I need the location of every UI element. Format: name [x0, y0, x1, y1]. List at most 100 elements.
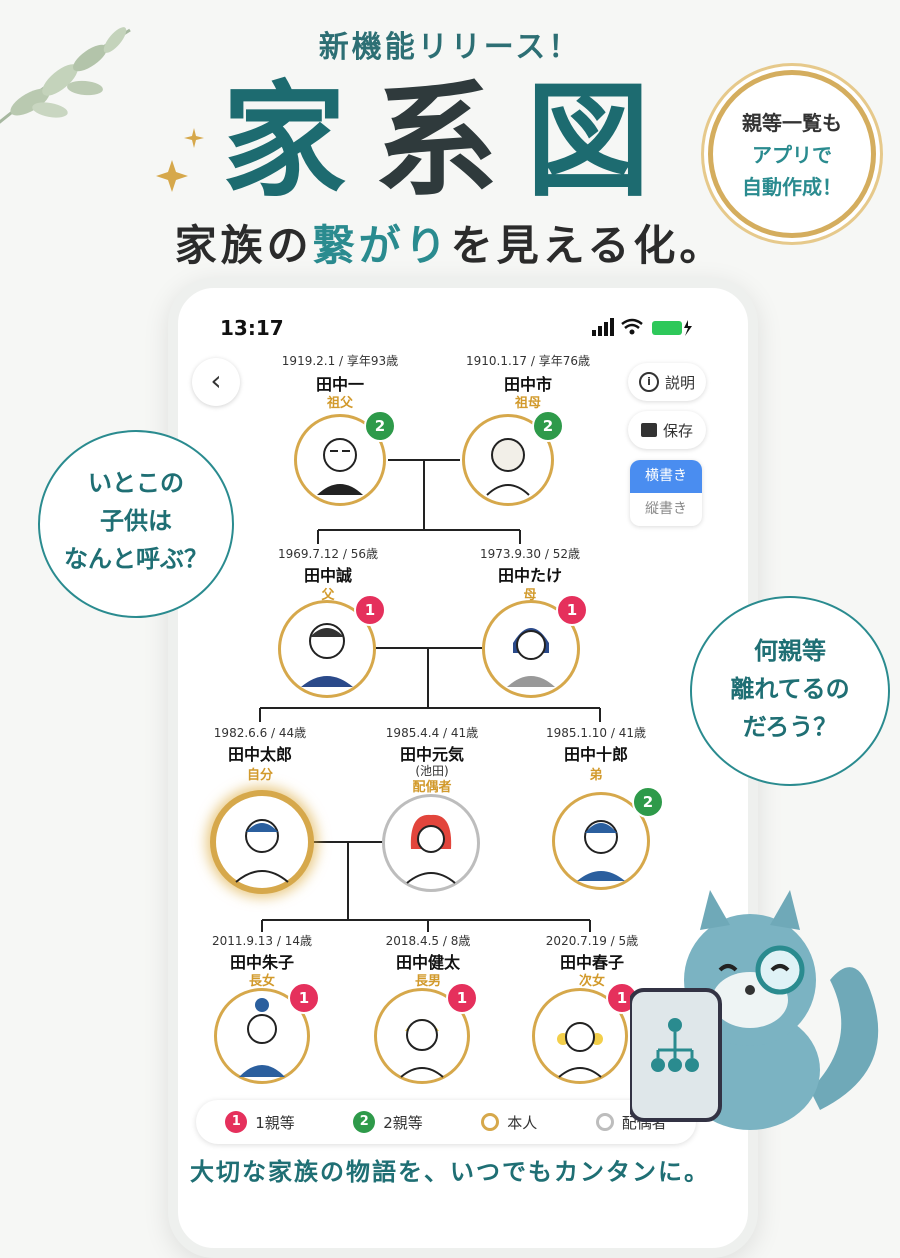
degree-legend: 1 1親等 2 2親等 本人 配偶者	[196, 1100, 696, 1144]
subtitle-post: を見える化。	[450, 221, 726, 270]
bubble-right-line-3: だろう？	[742, 713, 838, 741]
bubble-left-line-3: なんと呼ぶ？	[64, 545, 208, 573]
title-char-3: 図	[526, 70, 679, 214]
daughter2-name: 田中春子	[559, 953, 624, 972]
explain-button[interactable]: i 説明	[628, 363, 706, 401]
grandmother-role: 祖母	[514, 396, 541, 411]
spouse-maiden-name: (池田)	[415, 764, 449, 778]
bubble-left-line-2: 子供は	[100, 507, 172, 535]
feature-badge: 親等一覧も アプリで 自動作成！	[708, 70, 876, 238]
grandfather-date: 1919.2.1 / 享年93歳	[281, 354, 399, 368]
title-char-2: 系	[373, 70, 526, 214]
grandfather-name: 田中一	[315, 375, 364, 394]
grandfather-degree-badge: 2	[364, 410, 396, 442]
daughter1-date: 2011.9.13 / 14歳	[211, 934, 312, 948]
vertical-toggle[interactable]: 縦書き	[645, 501, 687, 517]
gray-ring-icon	[595, 1113, 614, 1131]
girl-icon	[239, 998, 285, 1077]
footer-tagline: 大切な家族の物語を、いつでもカンタンに。	[190, 1158, 710, 1186]
legend-degree-2-label: 2親等	[383, 1113, 423, 1132]
daughter2-date: 2020.7.19 / 5歳	[545, 934, 639, 948]
mother-date: 1973.9.30 / 52歳	[479, 547, 580, 561]
grandmother-name: 田中市	[503, 375, 552, 394]
self-avatar[interactable]	[210, 790, 314, 894]
sparkle-icon	[156, 128, 204, 192]
subtitle-pre: 家族の	[174, 221, 313, 270]
brother-date: 1985.1.10 / 41歳	[545, 726, 646, 740]
man-icon	[235, 819, 289, 883]
leaf-decoration	[0, 27, 131, 124]
brother-avatar[interactable]	[552, 792, 650, 890]
legend-self: 本人	[481, 1112, 537, 1133]
brother-role: 弟	[589, 768, 603, 783]
daughter1-name: 田中朱子	[229, 953, 294, 972]
spouse-role: 配偶者	[412, 780, 452, 795]
elderly-woman-icon	[486, 438, 530, 496]
woman-icon	[507, 628, 555, 687]
tree-connectors	[259, 459, 601, 932]
save-button[interactable]: 保存	[628, 411, 706, 449]
boy-icon	[400, 1019, 444, 1078]
father-name: 田中誠	[303, 566, 352, 585]
legend-degree-1-label: 1親等	[255, 1113, 295, 1132]
grandfather-role: 祖父	[326, 396, 353, 411]
spouse-date: 1985.4.4 / 41歳	[385, 726, 479, 740]
elderly-man-icon	[317, 438, 363, 495]
brother-name: 田中十郎	[563, 745, 628, 764]
legend-degree-1-dot: 1	[225, 1111, 248, 1133]
self-name: 田中太郎	[227, 745, 292, 764]
status-time: 13:17	[220, 316, 284, 340]
gold-ring-icon	[481, 1113, 500, 1131]
orientation-toggle: 横書き 縦書き	[630, 460, 702, 526]
question-bubble-right: 何親等 離れてるの だろう？	[690, 596, 890, 786]
son-name: 田中健太	[395, 953, 460, 972]
daughter1-degree-badge: 1	[288, 982, 320, 1014]
badge-line-1: 親等一覧も	[742, 111, 842, 135]
page-title: 家系図	[0, 72, 900, 212]
son-date: 2018.4.5 / 8歳	[385, 934, 471, 948]
mother-degree-badge: 1	[556, 594, 588, 626]
mother-name: 田中たけ	[497, 566, 562, 585]
new-feature-label: 新機能リリース！	[318, 30, 582, 65]
young-man-icon	[577, 820, 625, 881]
bubble-right-line-1: 何親等	[754, 637, 826, 665]
legend-degree-2-dot: 2	[353, 1111, 376, 1133]
squirrel-mascot	[630, 890, 879, 1130]
title-char-1: 家	[221, 70, 374, 214]
woman-icon	[406, 814, 456, 884]
grandmother-avatar[interactable]	[462, 414, 554, 506]
badge-line-3: 自動作成！	[742, 175, 842, 199]
bubble-right-line-2: 離れてるの	[730, 675, 850, 703]
self-role: 自分	[246, 768, 273, 783]
image-icon	[640, 423, 657, 437]
bubble-left-line-1: いとこの	[88, 469, 184, 497]
man-icon	[301, 623, 353, 687]
brother-degree-badge: 2	[632, 786, 664, 818]
legend-degree-1: 1 1親等	[225, 1111, 295, 1133]
question-bubble-left: いとこの 子供は なんと呼ぶ？	[38, 430, 234, 618]
spouse-avatar[interactable]	[382, 794, 480, 892]
daughter1-role: 長女	[248, 974, 275, 989]
legend-degree-2: 2 2親等	[353, 1111, 423, 1133]
grandmother-date: 1910.1.17 / 享年76歳	[465, 354, 590, 368]
spouse-name: 田中元気	[399, 745, 464, 764]
save-label: 保存	[662, 421, 693, 440]
horizontal-toggle[interactable]: 横書き	[630, 460, 702, 493]
page-subtitle: 家族の繋がりを見える化。	[0, 212, 900, 273]
explain-label: 説明	[664, 373, 695, 392]
badge-line-2: アプリで	[752, 143, 832, 167]
son-role: 長男	[414, 974, 441, 989]
back-button[interactable]: ‹	[192, 358, 240, 406]
son-degree-badge: 1	[446, 982, 478, 1014]
legend-self-label: 本人	[507, 1113, 538, 1132]
father-role: 父	[321, 588, 335, 603]
father-date: 1969.7.12 / 56歳	[277, 547, 378, 561]
subtitle-highlight: 繋がり	[312, 221, 451, 270]
girl-icon	[557, 1022, 603, 1078]
grandmother-degree-badge: 2	[532, 410, 564, 442]
self-date: 1982.6.6 / 44歳	[213, 726, 307, 740]
father-degree-badge: 1	[354, 594, 386, 626]
status-icons	[592, 318, 692, 336]
daughter2-role: 次女	[578, 974, 605, 989]
mother-role: 母	[523, 588, 537, 603]
